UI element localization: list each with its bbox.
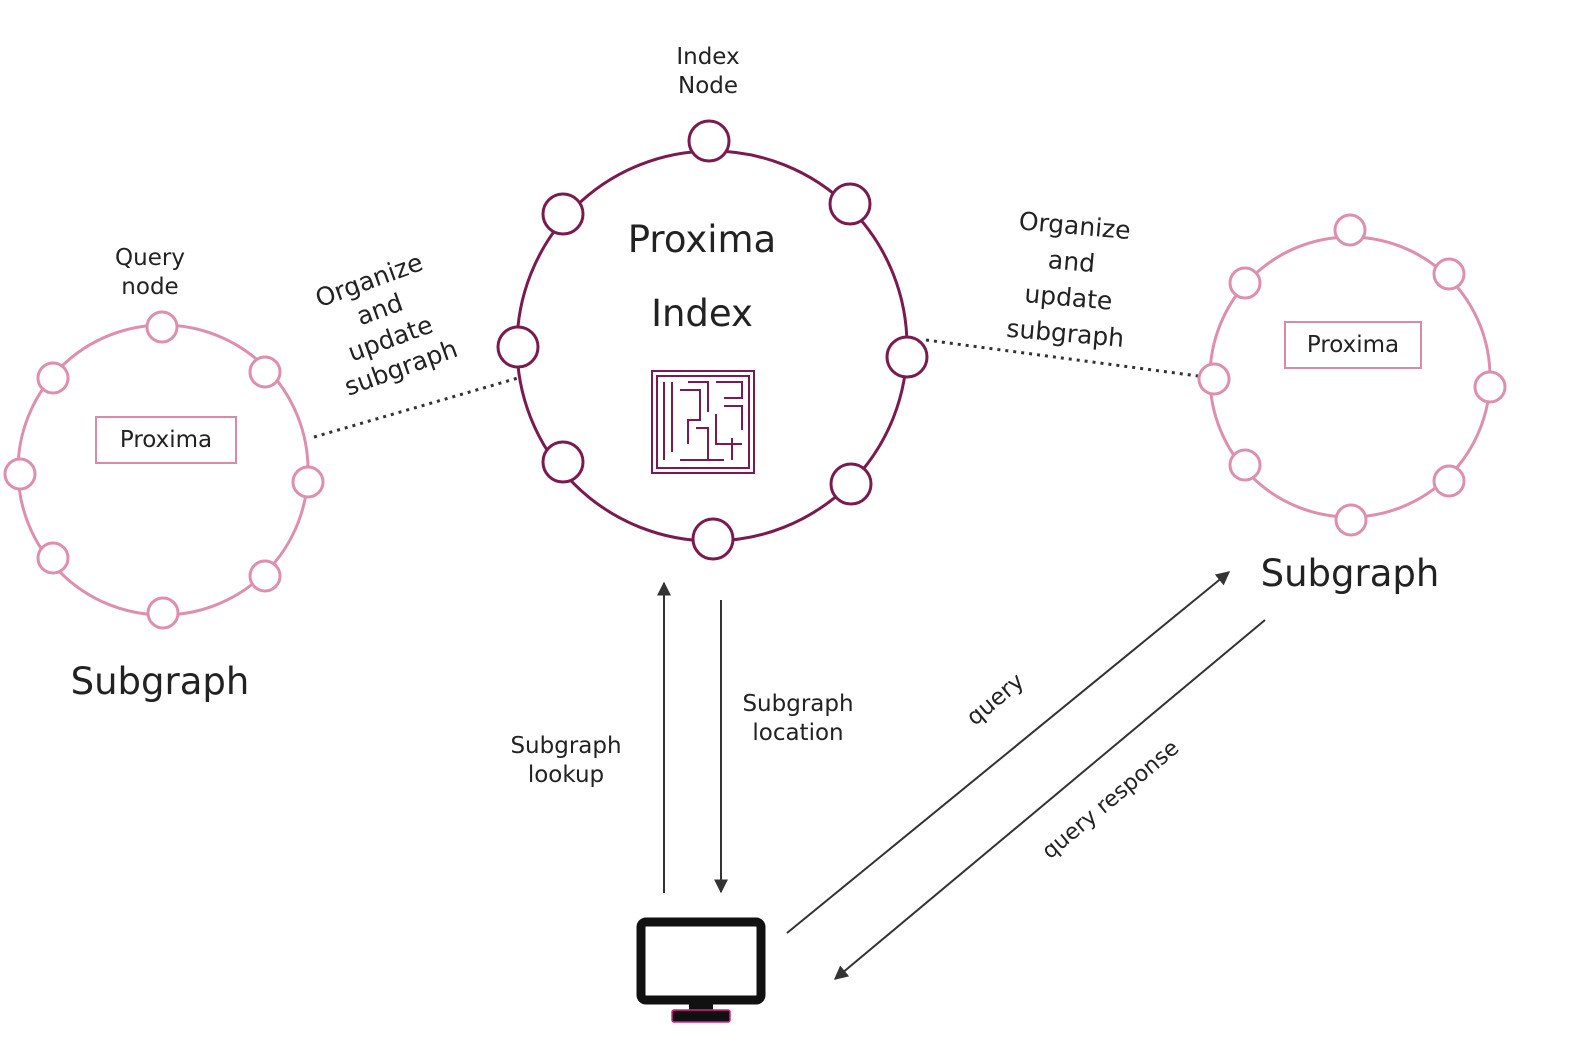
left-subgraph-ring [3,310,325,630]
right-subgraph-ring [1197,213,1507,537]
subgraph-node [1473,370,1507,404]
query-arrow [786,571,1231,934]
index-node [541,440,585,484]
subgraph-node [291,465,325,499]
left-proxima-box: Proxima [95,416,237,464]
index-node [541,192,585,236]
index-node [885,335,929,379]
subgraph-node [1228,448,1262,482]
index-node [691,517,735,561]
right-link-line [925,338,1199,378]
query-node-label: Query node [115,245,185,300]
right-subgraph-caption: Subgraph [1260,552,1440,595]
monitor-icon [636,917,766,1023]
left-link-line [313,376,519,439]
subgraph-node [1334,503,1368,537]
index-node [496,325,540,369]
subgraph-node [1333,213,1367,247]
right-proxima-box: Proxima [1284,321,1422,369]
subgraph-node [145,310,179,344]
right-link-label: Organize and update subgraph [1005,206,1132,353]
subgraph-node [1197,362,1231,396]
left-proxima-label: Proxima [119,427,213,453]
subgraph-node [1432,257,1466,291]
subgraph-location-label: Subgraph location [742,691,854,746]
index-node-label: Index Node [676,44,740,99]
response-arrow [833,619,1266,980]
maze-icon [651,370,755,474]
subgraph-node [3,457,37,491]
index-title-line1: Proxima [627,218,777,261]
subgraph-node [248,559,282,593]
index-title-line2: Index [651,292,753,335]
index-ring [496,119,929,561]
subgraph-node [146,596,180,630]
subgraph-node [248,355,282,389]
subgraph-node [36,541,70,575]
query-label: query [962,668,1030,731]
query-response-label: query response [1038,736,1185,865]
subgraph-node [1228,266,1262,300]
subgraph-lookup-label: Subgraph lookup [510,733,622,788]
right-proxima-label: Proxima [1306,332,1400,358]
index-node [829,462,873,506]
subgraph-node [1432,464,1466,498]
subgraph-node [36,361,70,395]
index-node [687,119,731,163]
index-node [828,182,872,226]
left-subgraph-caption: Subgraph [70,660,250,703]
